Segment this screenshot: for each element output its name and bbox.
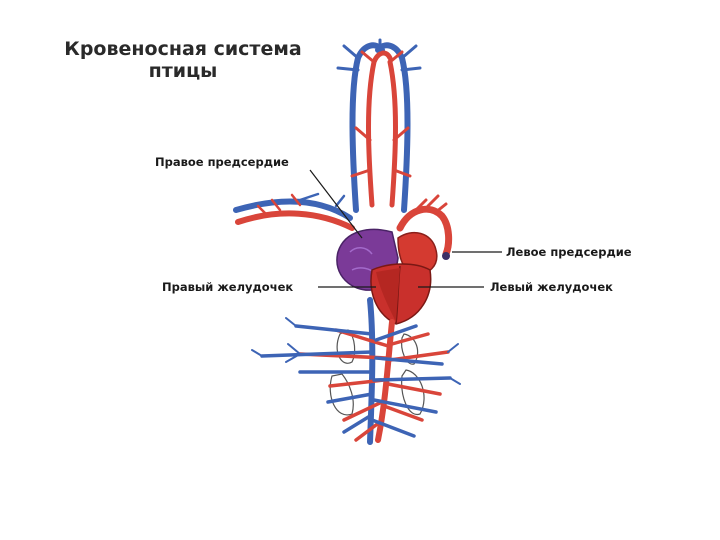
left-wing-vessels (233, 192, 355, 231)
head-vessels (336, 38, 422, 213)
leader-lines (309, 169, 502, 288)
aortic-arch (396, 194, 453, 260)
pulmonary-vein-end (442, 252, 450, 260)
leader-right-atrium (309, 169, 363, 239)
title-line-2: птицы (148, 60, 218, 82)
body-vessels (251, 297, 461, 445)
heart (336, 228, 438, 325)
labels: Правое предсердие Левое предсердие Правы… (155, 155, 632, 294)
label-left-atrium: Левое предсердие (506, 245, 632, 259)
label-left-ventricle: Левый желудочек (490, 280, 613, 294)
title-line-1: Кровеносная система (64, 38, 302, 60)
label-right-ventricle: Правый желудочек (162, 280, 293, 294)
label-right-atrium: Правое предсердие (155, 155, 289, 169)
diagram-title: Кровеносная система птицы (38, 38, 328, 82)
